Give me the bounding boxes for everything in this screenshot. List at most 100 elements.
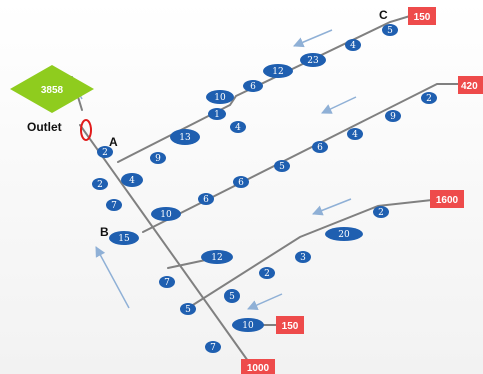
node-label: 7 bbox=[164, 278, 170, 288]
node-ellipse bbox=[150, 152, 166, 164]
node-ellipse bbox=[206, 90, 234, 104]
node-ellipse bbox=[151, 207, 181, 221]
pipe-node: 4 bbox=[121, 173, 143, 187]
node-label: 12 bbox=[272, 67, 283, 77]
node-ellipse bbox=[373, 206, 389, 218]
node-label: 9 bbox=[390, 112, 396, 122]
pipe-node: 3 bbox=[295, 251, 311, 263]
node-ellipse bbox=[232, 318, 264, 332]
pipe-node: 2 bbox=[421, 92, 437, 104]
node-ellipse bbox=[109, 231, 139, 245]
node-ellipse bbox=[205, 341, 221, 353]
pipe-node: 2 bbox=[92, 178, 108, 190]
inflow-box-1000: 1000 bbox=[241, 359, 275, 374]
pipe-node: 7 bbox=[205, 341, 221, 353]
node-ellipse bbox=[325, 227, 363, 241]
pipe-node: 9 bbox=[385, 110, 401, 122]
node-ellipse bbox=[121, 173, 143, 187]
node-ellipse bbox=[263, 64, 293, 78]
node-ellipse bbox=[345, 39, 361, 51]
pipe-node: 6 bbox=[198, 193, 214, 205]
pipe-node: 15 bbox=[109, 231, 139, 245]
node-label: 10 bbox=[160, 210, 172, 220]
node-ellipse bbox=[106, 199, 122, 211]
node-ellipse bbox=[92, 178, 108, 190]
node-label: 6 bbox=[203, 195, 209, 205]
node-label: 6 bbox=[250, 82, 256, 92]
node-label: 5 bbox=[279, 162, 285, 172]
outlet-label: Outlet bbox=[27, 120, 62, 134]
node-ellipse bbox=[347, 128, 363, 140]
node-ellipse bbox=[233, 176, 249, 188]
node-label: 10 bbox=[242, 321, 254, 331]
pipe-node: 6 bbox=[233, 176, 249, 188]
inflow-box-lower-150: 150 bbox=[276, 316, 304, 334]
pipe-node: 2 bbox=[373, 206, 389, 218]
node-ellipse bbox=[243, 80, 263, 92]
pipe-node: 4 bbox=[345, 39, 361, 51]
node-ellipse bbox=[295, 251, 311, 263]
node-label: 4 bbox=[129, 176, 135, 186]
node-ellipse bbox=[159, 276, 175, 288]
node-ellipse bbox=[208, 108, 226, 120]
pipe-node: 5 bbox=[180, 303, 196, 315]
node-label: 7 bbox=[111, 201, 117, 211]
node-ellipse bbox=[97, 146, 113, 158]
node-label: 4 bbox=[235, 123, 241, 133]
inflow-value: 1000 bbox=[247, 363, 270, 374]
flow-arrow bbox=[247, 293, 283, 310]
flow-arrows bbox=[69, 29, 357, 310]
pipe-node: 5 bbox=[382, 24, 398, 36]
pipe-node: 12 bbox=[201, 250, 233, 264]
inflow-box-1600: 1600 bbox=[430, 190, 464, 208]
node-label: 2 bbox=[102, 148, 108, 158]
inflow-box-c: 150 bbox=[408, 7, 436, 25]
pipe-node: 5 bbox=[224, 289, 240, 303]
pipe-node: 10 bbox=[206, 90, 234, 104]
node-label: 1 bbox=[214, 110, 220, 120]
pipe-node: 10 bbox=[232, 318, 264, 332]
node-ellipse bbox=[259, 267, 275, 279]
node-label: 15 bbox=[118, 234, 130, 244]
node-ellipse bbox=[382, 24, 398, 36]
pipe-node: 4 bbox=[230, 121, 246, 133]
node-ellipse bbox=[274, 160, 290, 172]
node-label: 20 bbox=[338, 230, 350, 240]
node-label: 9 bbox=[155, 154, 161, 164]
node-label: 2 bbox=[264, 269, 270, 279]
pipe-node: 6 bbox=[243, 80, 263, 92]
pipe-node: 2 bbox=[259, 267, 275, 279]
inflow-value: 1600 bbox=[436, 195, 459, 206]
node-label: 23 bbox=[307, 56, 319, 66]
pipe-node: 20 bbox=[325, 227, 363, 241]
node-ellipse bbox=[180, 303, 196, 315]
node-ellipse bbox=[224, 289, 240, 303]
flow-arrow bbox=[312, 198, 352, 216]
node-ellipse bbox=[312, 141, 328, 153]
pipe-node: 4 bbox=[347, 128, 363, 140]
node-ellipse bbox=[385, 110, 401, 122]
node-label: 3 bbox=[300, 253, 306, 263]
point-label-a: A bbox=[109, 135, 118, 149]
node-label: 5 bbox=[229, 292, 235, 302]
node-label: 5 bbox=[185, 305, 191, 315]
pipe-node: 7 bbox=[159, 276, 175, 288]
pipe-node: 9 bbox=[150, 152, 166, 164]
node-ellipse bbox=[201, 250, 233, 264]
node-label: 12 bbox=[211, 253, 222, 263]
pipe-node: 1 bbox=[208, 108, 226, 120]
node-label: 4 bbox=[352, 130, 358, 140]
pipe-node: 13 bbox=[170, 129, 200, 145]
branch-1600-pipe bbox=[184, 199, 433, 311]
node-label: 2 bbox=[378, 208, 384, 218]
point-label-c: C bbox=[379, 8, 388, 22]
inflow-value: 150 bbox=[282, 321, 299, 332]
pipe-node: 23 bbox=[300, 53, 326, 67]
node-ellipse bbox=[198, 193, 214, 205]
outlet-ring bbox=[80, 119, 92, 141]
point-label-b: B bbox=[100, 225, 109, 239]
pipe-node: 12 bbox=[263, 64, 293, 78]
pipe-nodes: 5423126101413942271510665649222032127551… bbox=[92, 24, 437, 353]
outlet-value: 3858 bbox=[41, 85, 64, 96]
